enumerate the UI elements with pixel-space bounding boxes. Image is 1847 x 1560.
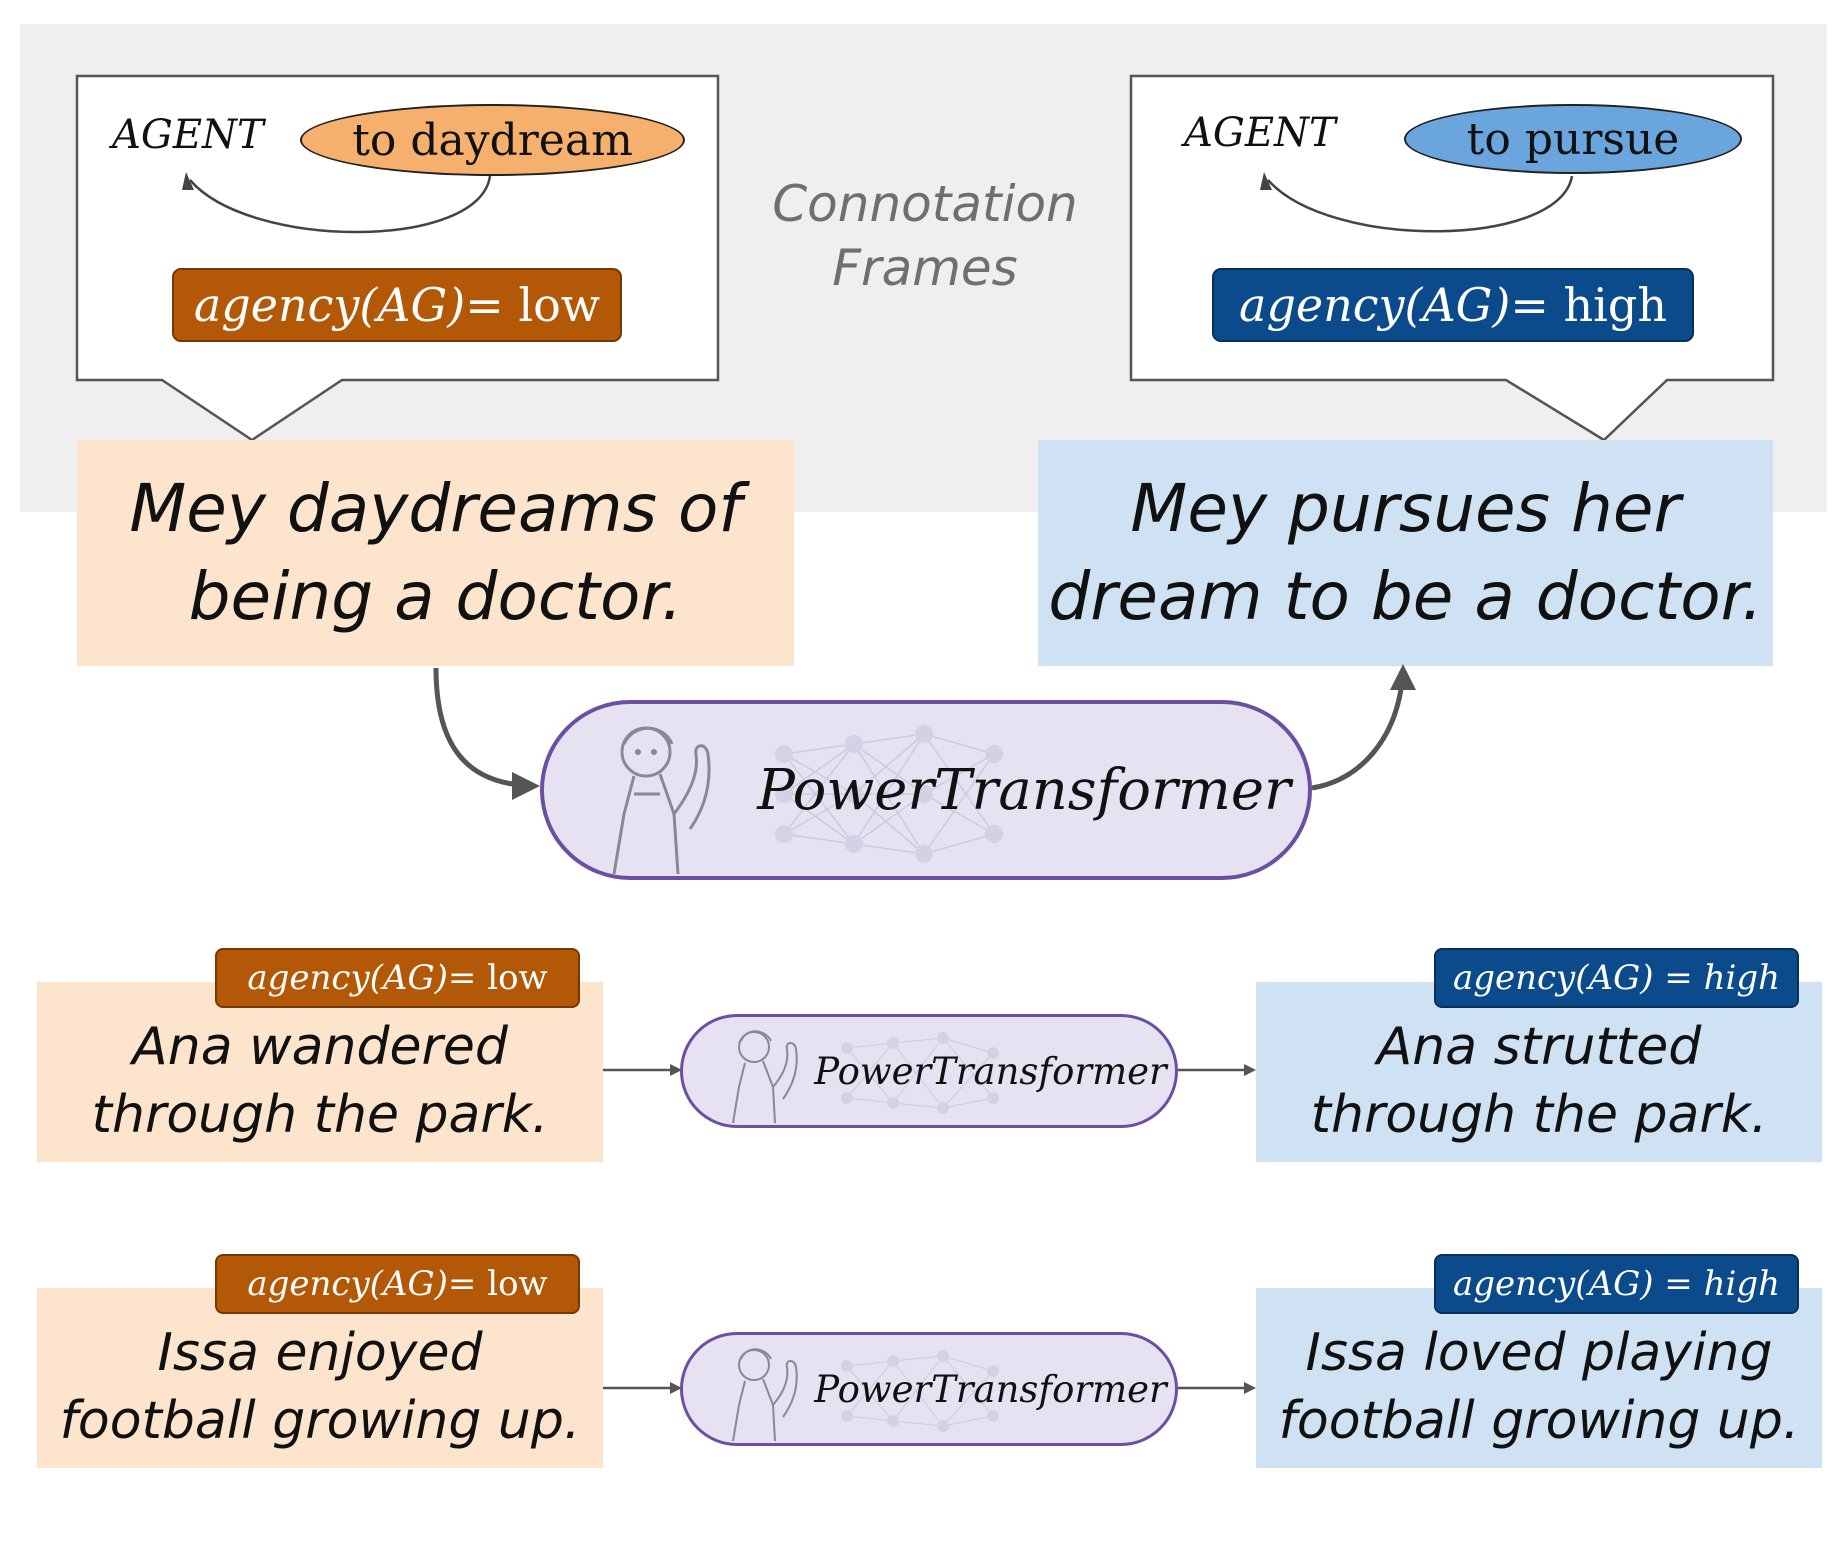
powertransformer-model-ex2: PowerTransformer [680, 1332, 1178, 1446]
connotation-frames-title: Connotation Frames [740, 172, 1110, 300]
agency-fn: agency [247, 958, 370, 998]
arrowhead-icon [1260, 172, 1272, 190]
input-sentence-main: Mey daydreams of being a doctor. [77, 440, 794, 666]
model-name: PowerTransformer [757, 757, 1291, 823]
verb-pill-pursue: to pursue [1404, 104, 1742, 174]
arrowhead-icon [1244, 1064, 1256, 1076]
powertransformer-model-ex1: PowerTransformer [680, 1014, 1178, 1128]
arrowhead-icon [182, 172, 194, 190]
neural-network-icon [841, 1032, 999, 1114]
output-line2: football growing up. [1278, 1391, 1800, 1451]
agency-value: = low [447, 958, 548, 998]
input-sentence-ex2: Issa enjoyed football growing up. [37, 1288, 603, 1468]
input-line1: Issa enjoyed [157, 1323, 483, 1383]
input-line1: Ana wandered [132, 1017, 508, 1077]
ex1-flow-arrows [603, 1064, 1256, 1076]
output-line2: dream to be a doctor. [1048, 558, 1763, 635]
neural-network-icon [841, 1350, 999, 1432]
agency-arg: (AG) [369, 958, 448, 998]
output-line1: Issa loved playing [1305, 1323, 1773, 1383]
input-sentence-ex1: Ana wandered through the park. [37, 982, 603, 1162]
agent-label-left: AGENT [112, 112, 264, 158]
input-line2: through the park. [91, 1085, 549, 1145]
output-sentence-ex2: Issa loved playing football growing up. [1256, 1288, 1822, 1468]
output-line1: Ana strutted [1376, 1017, 1702, 1077]
agency-badge-high: agency(AG) = high [1212, 268, 1694, 342]
agency-arg: (AG) [359, 278, 466, 332]
agency-badge-low-ex2: agency(AG) = low [215, 1254, 580, 1314]
ex2-flow-arrows [603, 1382, 1256, 1394]
arrowhead-icon [1244, 1382, 1256, 1394]
agency-badge-low: agency(AG) = low [172, 268, 622, 342]
agency-value: = low [465, 278, 601, 332]
agency-arg: (AG) [1404, 278, 1511, 332]
input-line1: Mey daydreams of [129, 470, 742, 547]
rosie-riveter-icon [732, 1348, 798, 1441]
output-line1: Mey pursues her [1130, 470, 1681, 547]
agency-badge-high-ex2: agency(AG) = high [1434, 1254, 1799, 1314]
verb-pill-daydream: to daydream [300, 104, 685, 176]
output-sentence-ex1: Ana strutted through the park. [1256, 982, 1822, 1162]
model-name: PowerTransformer [814, 1049, 1167, 1093]
arrowhead-icon [1390, 664, 1416, 690]
title-line2: Frames [832, 239, 1018, 297]
output-sentence-main: Mey pursues her dream to be a doctor. [1038, 440, 1773, 666]
arrowhead-icon [670, 1382, 682, 1394]
title-line1: Connotation [772, 175, 1078, 233]
output-line2: through the park. [1310, 1085, 1768, 1145]
input-line2: being a doctor. [188, 558, 683, 635]
agency-fn: agency [247, 1264, 370, 1304]
agency-fn: agency [193, 278, 360, 332]
arrowhead-icon [512, 772, 540, 800]
agency-arg: (AG) [369, 1264, 448, 1304]
agency-value: = low [447, 1264, 548, 1304]
rosie-riveter-icon [732, 1030, 798, 1123]
neural-network-icon [775, 725, 1003, 863]
model-name: PowerTransformer [814, 1367, 1167, 1411]
agency-fn: agency [1239, 278, 1405, 332]
agency-badge-high-ex1: agency(AG) = high [1434, 948, 1799, 1008]
input-line2: football growing up. [59, 1391, 581, 1451]
agent-label-right: AGENT [1184, 110, 1336, 156]
agency-value: = high [1510, 278, 1667, 332]
rosie-riveter-icon [612, 726, 711, 874]
powertransformer-model-main: PowerTransformer [540, 700, 1312, 880]
main-flow-arrows [433, 664, 1416, 800]
arrowhead-icon [670, 1064, 682, 1076]
agency-badge-low-ex1: agency(AG) = low [215, 948, 580, 1008]
